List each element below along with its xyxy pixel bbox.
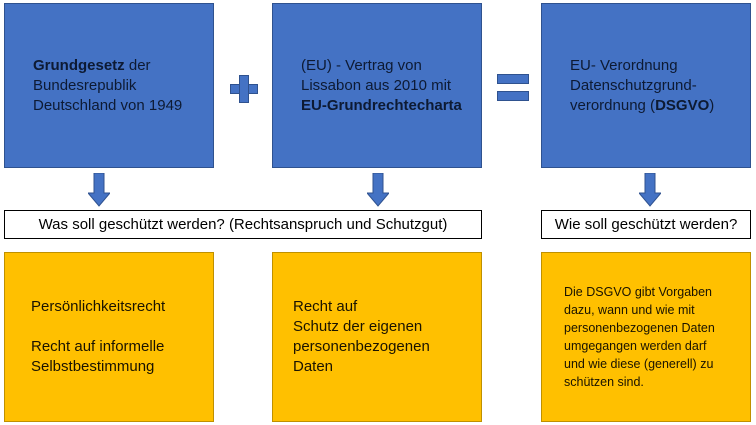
yellow2-line2: Schutz der eigenen <box>293 318 423 335</box>
yellow3-line2: dazu, wann und wie mit <box>564 303 695 317</box>
yellow3-line3: personenbezogenen Daten <box>564 321 715 335</box>
yellow3-line1: Die DSGVO gibt Vorgaben <box>564 285 712 299</box>
plus-icon <box>230 75 258 103</box>
arrow-down-icon <box>639 173 661 207</box>
question-how-text: Wie soll geschützt werden? <box>554 216 738 233</box>
dsgvo-prefix: verordnung ( <box>570 96 656 114</box>
eu-vertrag-box: (EU) - Vertrag von Lissabon aus 2010 mit… <box>272 3 482 168</box>
question-what-text: Was soll geschützt werden? (Rechtsanspru… <box>38 216 448 233</box>
eu-vertrag-line2: Lissabon aus 2010 mit <box>301 76 452 94</box>
grundgesetz-bold: Grundgesetz <box>33 56 125 74</box>
arrow-down-icon <box>88 173 110 207</box>
recht-auf-schutz-box: Recht auf Schutz der eigenen personenbez… <box>272 252 482 422</box>
yellow1-line3: Selbstbestimmung <box>31 358 155 375</box>
question-how-label: Wie soll geschützt werden? <box>541 210 751 239</box>
dsgvo-bold: DSGVO <box>655 96 710 114</box>
grundgesetz-line2: Bundesrepublik <box>33 76 137 94</box>
eu-vertrag-bold: EU-Grundrechtecharta <box>301 96 462 114</box>
arrow-down-icon <box>367 173 389 207</box>
yellow1-line1: Persönlichkeitsrecht <box>31 298 166 315</box>
dsgvo-line1: EU- Verordnung <box>570 56 678 74</box>
dsgvo-description-box: Die DSGVO gibt Vorgaben dazu, wann und w… <box>541 252 751 422</box>
equals-icon <box>497 74 529 102</box>
dsgvo-box: EU- Verordnung Datenschutzgrund- verordn… <box>541 3 751 168</box>
yellow3-line5: und wie diese (generell) zu <box>564 357 714 371</box>
persoenlichkeitsrecht-box: Persönlichkeitsrecht Recht auf informell… <box>4 252 214 422</box>
yellow1-line2: Recht auf informelle <box>31 338 165 355</box>
grundgesetz-box: Grundgesetz der Bundesrepublik Deutschla… <box>4 3 214 168</box>
yellow2-line3: personenbezogenen <box>293 338 430 355</box>
yellow2-line4: Daten <box>293 358 334 375</box>
yellow3-line4: umgegangen werden darf <box>564 339 707 353</box>
dsgvo-line2: Datenschutzgrund- <box>570 76 697 94</box>
yellow2-line1: Recht auf <box>293 298 358 315</box>
yellow3-line6: schützen sind. <box>564 375 644 389</box>
question-what-label: Was soll geschützt werden? (Rechtsanspru… <box>4 210 482 239</box>
dsgvo-suffix: ) <box>709 96 715 114</box>
grundgesetz-rest: der <box>124 56 151 74</box>
grundgesetz-line3: Deutschland von 1949 <box>33 96 183 114</box>
eu-vertrag-line1: (EU) - Vertrag von <box>301 56 422 74</box>
